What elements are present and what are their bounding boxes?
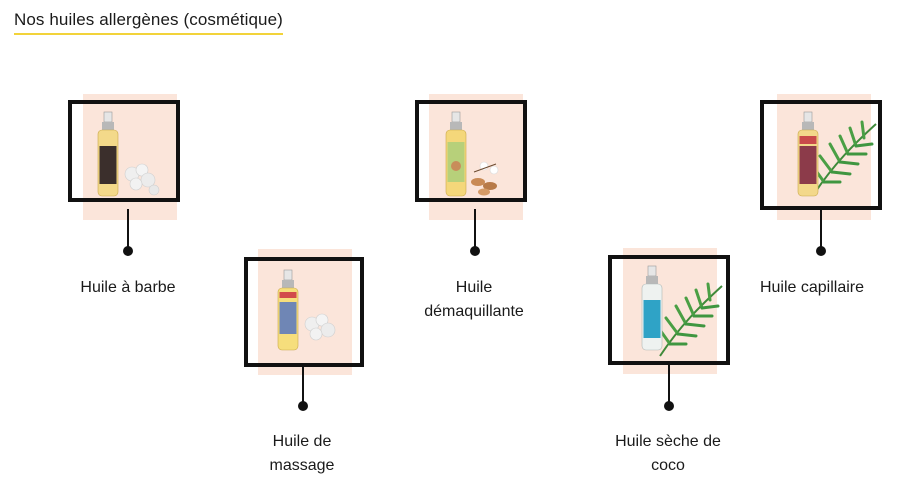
bottle-label <box>799 146 817 184</box>
cotton-flower-icon <box>304 313 336 341</box>
palm-leaf-icon <box>658 282 723 357</box>
product-frame <box>244 257 364 367</box>
connector-dot <box>123 246 133 256</box>
connector-line <box>127 209 129 247</box>
oil-bottle-icon <box>277 269 336 351</box>
connector-line <box>474 209 476 247</box>
product-frame <box>760 100 882 210</box>
oil-bottle-icon <box>97 111 160 197</box>
oil-bottle-icon <box>641 265 723 357</box>
connector-dot <box>816 246 826 256</box>
bottle-label <box>279 302 297 334</box>
cotton-flower-icon <box>124 163 160 196</box>
palm-leaf-icon <box>812 120 877 195</box>
connector-line <box>820 210 822 247</box>
connector-line <box>668 365 670 403</box>
product-label[interactable]: Huile de massage <box>269 433 335 474</box>
product-label[interactable]: Huile sèche de coco <box>615 433 721 474</box>
product-frame <box>608 255 730 365</box>
product-frame <box>68 100 180 202</box>
oil-bottle-icon <box>445 111 499 197</box>
connector-line <box>302 367 304 403</box>
page-title: Nos huiles allergènes (cosmétique) <box>14 9 283 35</box>
connector-dot <box>470 246 480 256</box>
product-frame <box>415 100 527 202</box>
bottle-label <box>99 146 117 184</box>
product-photo-background <box>623 248 717 374</box>
connector-dot <box>298 401 308 411</box>
oil-bottle-icon <box>797 111 877 197</box>
product-label[interactable]: Huile à barbe <box>80 279 176 296</box>
product-label[interactable]: Huile démaquillante <box>424 279 524 320</box>
connector-dot <box>664 401 674 411</box>
product-label[interactable]: Huile capillaire <box>759 279 865 296</box>
bottle-label <box>643 300 661 338</box>
almond-blossom-icon <box>471 161 499 196</box>
product-photo-background <box>777 94 871 220</box>
product-photo-background <box>258 249 352 375</box>
